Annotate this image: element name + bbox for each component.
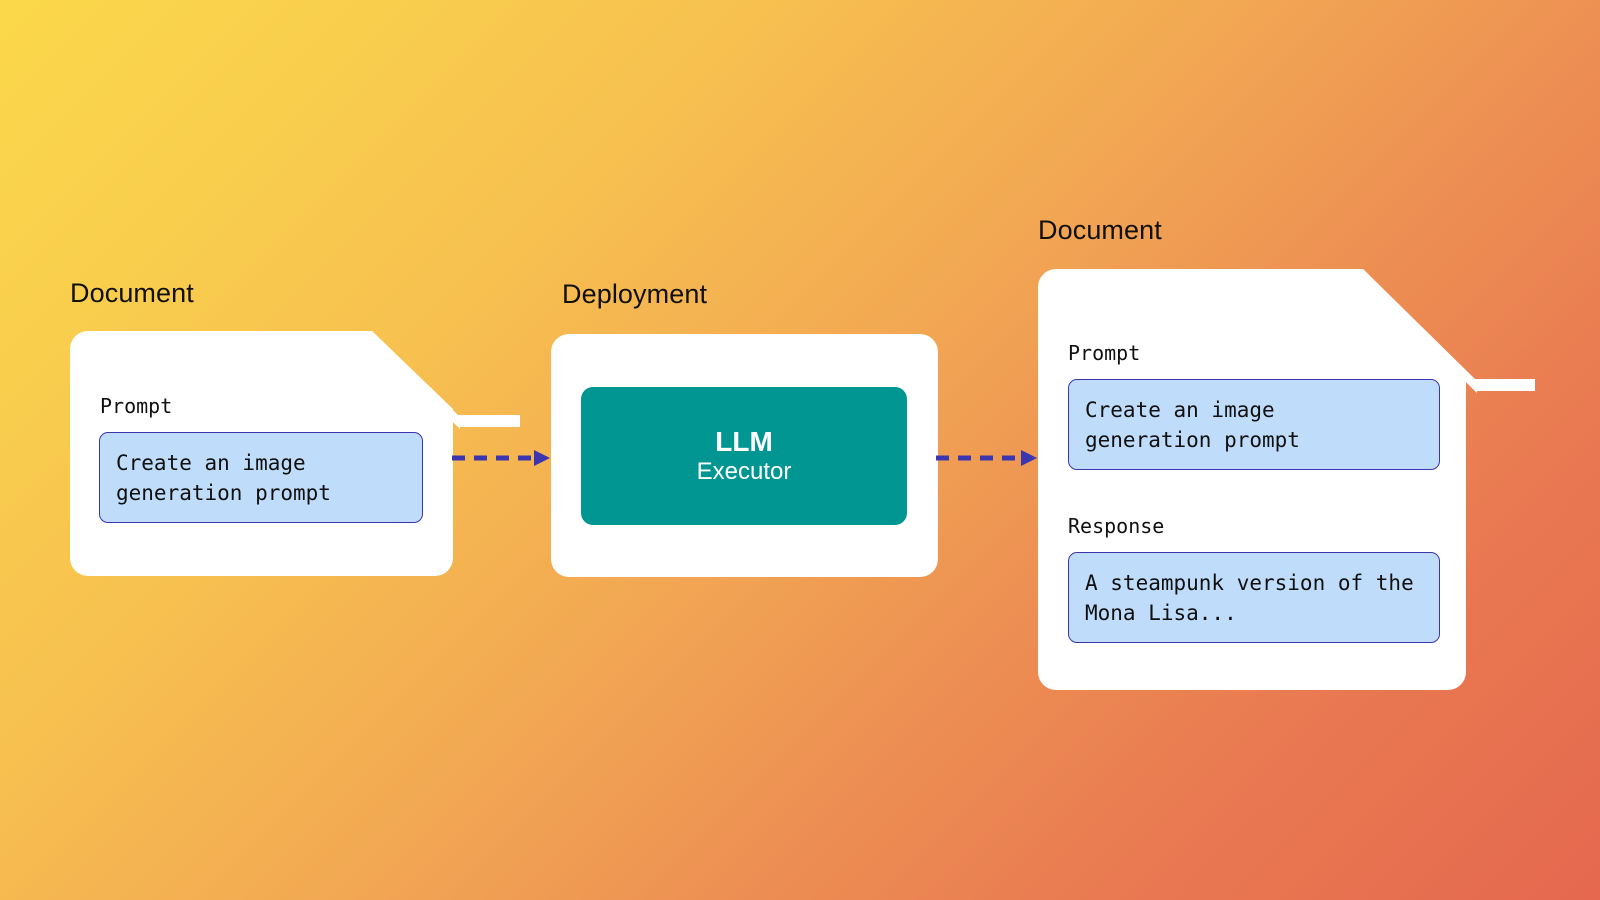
arrowhead-icon [1021,450,1037,466]
value-text-prompt-output: Create an image generation prompt [1069,395,1300,455]
value-line: generation prompt [116,480,331,505]
value-text-prompt-input: Create an image generation prompt [100,448,331,508]
document-card-input[interactable]: Prompt Create an image generation prompt [70,331,520,576]
node-title-output-document: Document [1038,215,1162,245]
field-label-prompt-output: Prompt [1068,341,1141,365]
field-label-prompt-input: Prompt [100,394,173,418]
document-fold-input [360,331,520,429]
value-box-prompt-input[interactable]: Create an image generation prompt [99,432,423,523]
value-line: A steampunk version of the [1085,570,1414,595]
value-line: Create an image [116,450,306,475]
connector-doc-to-deployment [452,446,552,470]
deployment-card[interactable]: LLM Executor [551,334,938,577]
field-label-response-output: Response [1068,514,1165,538]
node-title-input-document: Document [70,278,194,308]
connector-deployment-to-doc [936,446,1039,470]
value-box-prompt-output[interactable]: Create an image generation prompt [1068,379,1440,470]
node-title-deployment: Deployment [562,279,708,309]
document-fold-output [1350,269,1535,393]
value-line: Create an image [1085,397,1275,422]
value-line: generation prompt [1085,427,1300,452]
executor-block-llm[interactable]: LLM Executor [581,387,907,525]
executor-name: LLM [715,425,773,457]
value-line: Mona Lisa... [1085,600,1237,625]
arrowhead-icon [534,450,550,466]
executor-role: Executor [696,457,792,485]
